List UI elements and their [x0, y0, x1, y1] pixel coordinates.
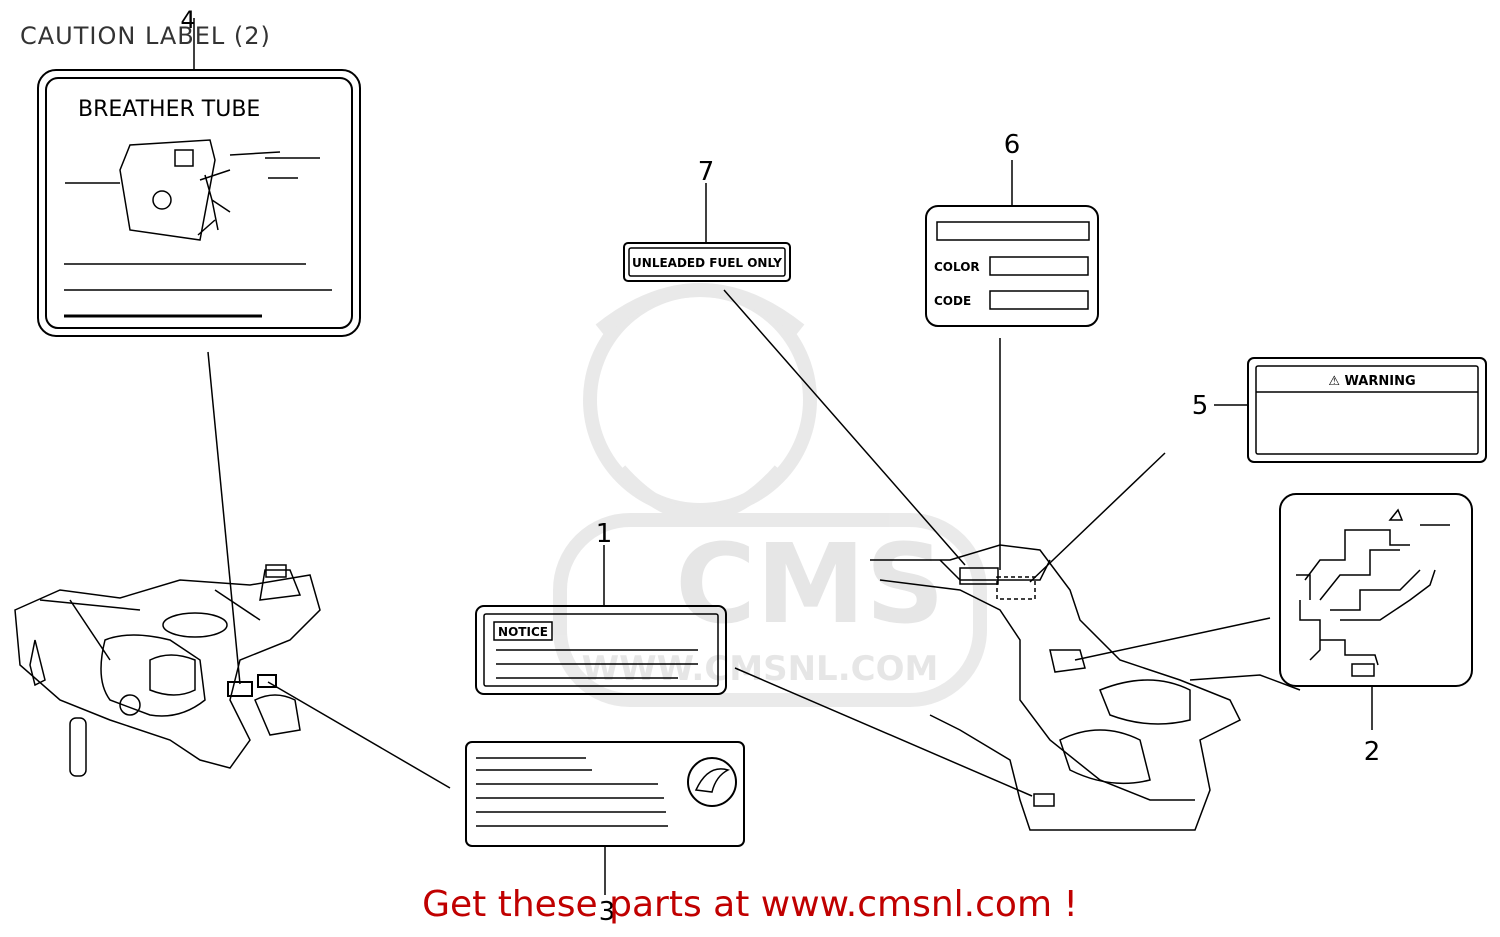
leader-line-1-down: [734, 667, 1033, 797]
cms-watermark: [553, 283, 987, 707]
callout-5: 5: [1192, 391, 1209, 421]
warning-heading: ⚠ WARNING: [1328, 374, 1415, 389]
watermark-badge: [553, 513, 987, 707]
leader-line-2-down: [1074, 617, 1271, 661]
fuel-tank-seat-assembly: [870, 544, 1301, 831]
notice-heading: NOTICE: [498, 625, 548, 639]
code-field-box: [989, 290, 1089, 310]
label-5-warning[interactable]: ⚠ WARNING: [1247, 357, 1487, 463]
label-2-schematic[interactable]: [1279, 493, 1473, 687]
leader-line-4-down: [207, 351, 241, 685]
label-1-notice[interactable]: NOTICE: [475, 605, 727, 695]
watermark-logo-text: CMS: [675, 520, 944, 648]
unleaded-fuel-text: UNLEADED FUEL ONLY: [632, 256, 782, 270]
page-title: CAUTION LABEL (2): [20, 22, 271, 50]
code-field-label: CODE: [934, 294, 971, 308]
callout-6: 6: [1004, 130, 1021, 160]
footer-promo-link[interactable]: Get these parts at www.cmsnl.com !: [422, 884, 1078, 925]
watermark-mascot-head: [583, 283, 817, 517]
leader-line-7-down: [723, 289, 966, 566]
color-field-label: COLOR: [934, 260, 980, 274]
schematic-routing-drawing: [1296, 508, 1450, 677]
callout-7: 7: [698, 157, 715, 187]
label-4-breather-tube[interactable]: BREATHER TUBE: [37, 69, 361, 337]
callout-1: 1: [596, 519, 613, 549]
watermark-mascot-chin: [614, 465, 786, 522]
watermark-url-text: WWW.CMSNL.COM: [582, 649, 939, 689]
cms-watermark-text: CMS WWW.CMSNL.COM: [582, 520, 945, 689]
breather-tube-illustration: [65, 139, 320, 241]
watermark-mascot-cap: [595, 283, 805, 336]
color-field-box: [989, 256, 1089, 276]
label-7-unleaded-fuel[interactable]: UNLEADED FUEL ONLY: [623, 242, 791, 282]
frame-front-assembly: [14, 564, 321, 777]
breather-tube-heading: BREATHER TUBE: [78, 97, 260, 122]
label-3-honda[interactable]: [465, 741, 745, 847]
leader-line-3-frame: [267, 681, 451, 789]
label-6-color-code[interactable]: COLOR CODE: [925, 205, 1099, 327]
callout-2: 2: [1364, 737, 1381, 767]
honda-wing-icon: [687, 757, 737, 807]
frame-label-slot-b: [257, 674, 277, 688]
callout-4: 4: [180, 6, 195, 34]
callout-3: 3: [599, 897, 616, 927]
leader-line-5-down: [1029, 452, 1166, 583]
